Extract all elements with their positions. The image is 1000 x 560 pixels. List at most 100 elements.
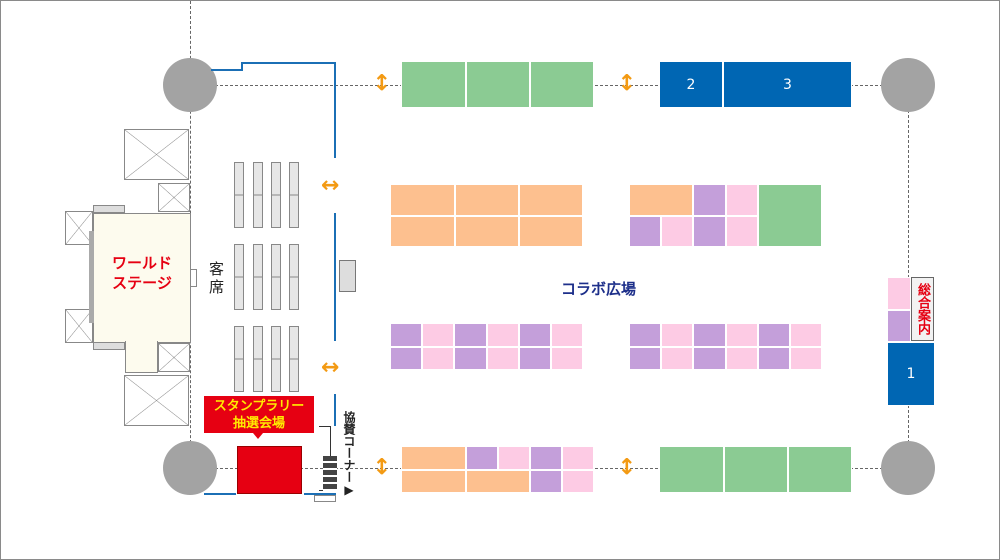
tent (124, 129, 189, 180)
booth-group (390, 323, 584, 370)
seat-bench (234, 244, 244, 310)
booth[interactable] (455, 216, 519, 247)
world-stage-label: ワールド ステージ (93, 253, 191, 293)
booth[interactable] (390, 184, 455, 216)
booth[interactable] (726, 216, 758, 247)
booth-3[interactable]: 3 (723, 61, 852, 108)
double-arrow-icon: ↔ (321, 355, 340, 380)
booth[interactable] (454, 346, 487, 370)
booth[interactable] (551, 346, 584, 370)
fence (334, 213, 336, 341)
booth[interactable] (518, 323, 551, 347)
booth[interactable] (661, 323, 694, 347)
seat-bench (271, 162, 281, 228)
double-arrow-icon: ↔ (614, 457, 639, 476)
booth[interactable] (887, 310, 911, 342)
equipment-box (339, 260, 356, 292)
booth[interactable] (551, 323, 584, 347)
booth[interactable] (498, 446, 530, 470)
booth[interactable] (519, 216, 583, 247)
booth[interactable] (790, 323, 823, 347)
fence (334, 62, 336, 158)
booth[interactable] (629, 216, 661, 247)
stage-backdrop (89, 231, 94, 323)
fence (334, 394, 336, 426)
booth[interactable] (725, 346, 758, 370)
seat-bench (234, 162, 244, 228)
booth[interactable] (518, 346, 551, 370)
booth[interactable] (390, 323, 423, 347)
callout-pointer (253, 433, 263, 439)
pillar (163, 441, 217, 495)
booth[interactable] (562, 446, 594, 470)
seat-bench (289, 326, 299, 392)
booth[interactable] (693, 346, 726, 370)
fence (241, 62, 336, 64)
booth[interactable] (693, 216, 726, 247)
info-desk-label: 総合案内 (911, 277, 934, 341)
world-stage-extension (125, 341, 158, 373)
booth[interactable] (401, 470, 466, 493)
booth[interactable] (466, 61, 530, 108)
stage-speaker (190, 269, 197, 287)
booth-1[interactable]: 1 (887, 342, 935, 406)
booth[interactable] (693, 323, 726, 347)
booth[interactable] (725, 323, 758, 347)
stamp-rally-label-line: 抽選会場 (232, 416, 285, 431)
booth[interactable] (530, 446, 562, 470)
booth[interactable] (659, 446, 724, 493)
seat-bench (271, 326, 281, 392)
fence (204, 493, 236, 495)
pillar (881, 58, 935, 112)
fence (211, 69, 243, 71)
booth[interactable] (724, 446, 788, 493)
booth[interactable] (519, 184, 583, 216)
seat-bench (253, 162, 263, 228)
stamp-rally-label-line: スタンプラリー (213, 399, 305, 414)
booth-2[interactable]: 2 (659, 61, 723, 108)
booth[interactable] (401, 446, 466, 470)
stamp-rally-label: スタンプラリー 抽選会場 (204, 396, 314, 433)
booth-group (629, 323, 823, 370)
seat-bench (289, 244, 299, 310)
booth[interactable] (422, 346, 455, 370)
audience-label: 客席 (207, 261, 225, 297)
booth[interactable] (693, 184, 726, 216)
booth[interactable] (757, 323, 790, 347)
booth[interactable] (530, 470, 562, 493)
booth[interactable] (486, 323, 519, 347)
stamp-rally-tent[interactable] (237, 446, 302, 494)
booth[interactable] (401, 61, 466, 108)
pillar (163, 58, 217, 112)
booth[interactable] (454, 323, 487, 347)
booth[interactable] (758, 184, 822, 247)
booth[interactable] (757, 346, 790, 370)
booth[interactable] (887, 277, 911, 310)
booth[interactable] (629, 346, 662, 370)
double-arrow-icon: ↔ (321, 173, 340, 198)
booth[interactable] (661, 346, 694, 370)
booth[interactable] (455, 184, 519, 216)
fence (304, 493, 336, 495)
booth[interactable] (562, 470, 594, 493)
world-stage-label-line: ワールド (111, 254, 172, 272)
booth[interactable] (788, 446, 852, 493)
booth[interactable] (530, 61, 594, 108)
booth[interactable] (466, 470, 530, 493)
booth[interactable] (790, 346, 823, 370)
booth[interactable] (466, 446, 498, 470)
tent (124, 375, 189, 426)
booth[interactable] (629, 184, 693, 216)
booth[interactable] (486, 346, 519, 370)
booth[interactable] (390, 216, 455, 247)
booth[interactable] (390, 346, 423, 370)
booth[interactable] (726, 184, 758, 216)
world-stage-label-line: ステージ (112, 274, 172, 292)
booth[interactable] (661, 216, 693, 247)
seat-bench (253, 326, 263, 392)
double-arrow-icon: ↔ (369, 73, 394, 92)
booth[interactable] (629, 323, 662, 347)
booth[interactable] (422, 323, 455, 347)
sponsor-corner-label: 協賛コーナー▶ (342, 411, 356, 497)
